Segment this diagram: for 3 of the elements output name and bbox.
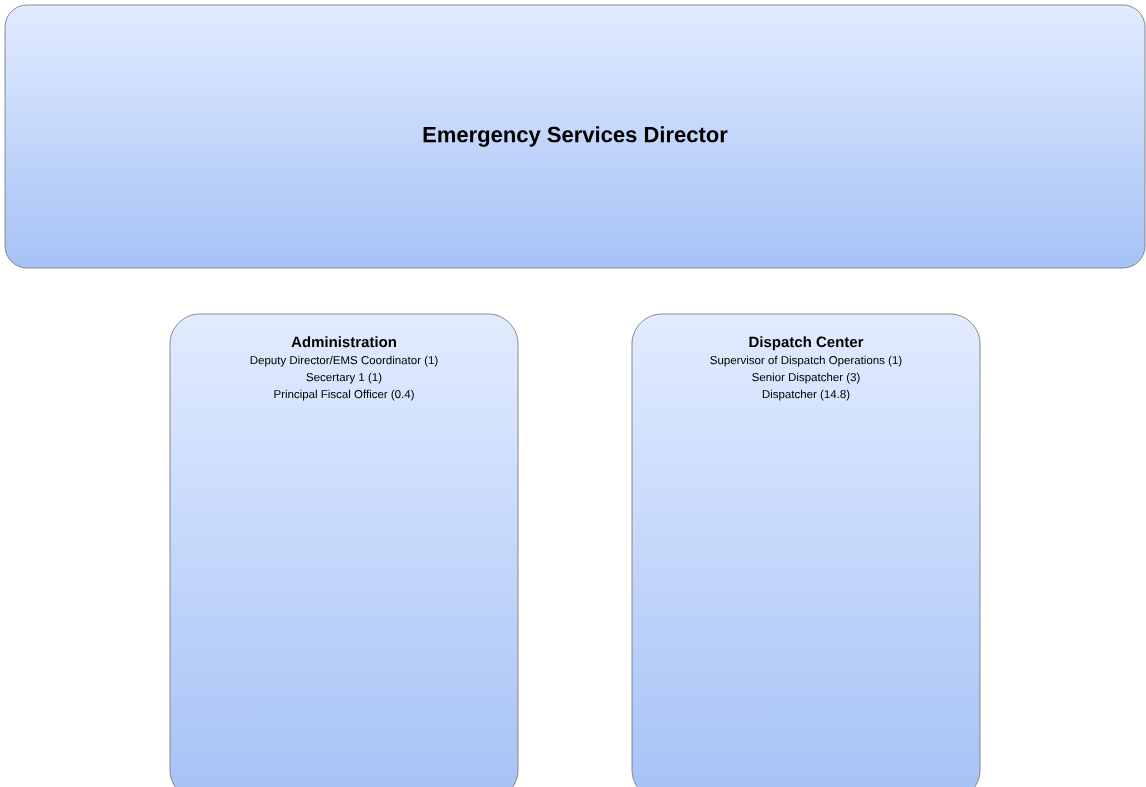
department-box: Administration Deputy Director/EMS Coordinator (1) Secertary 1 (1) Principal Fiscal Officer (0.4) (169, 313, 519, 787)
department-box: Dispatch Center Supervisor of Dispatch Operations (1) Senior Dispatcher (3) Dispatcher (14.8) (631, 313, 981, 787)
director-box: Emergency Services Director (4, 4, 1146, 269)
